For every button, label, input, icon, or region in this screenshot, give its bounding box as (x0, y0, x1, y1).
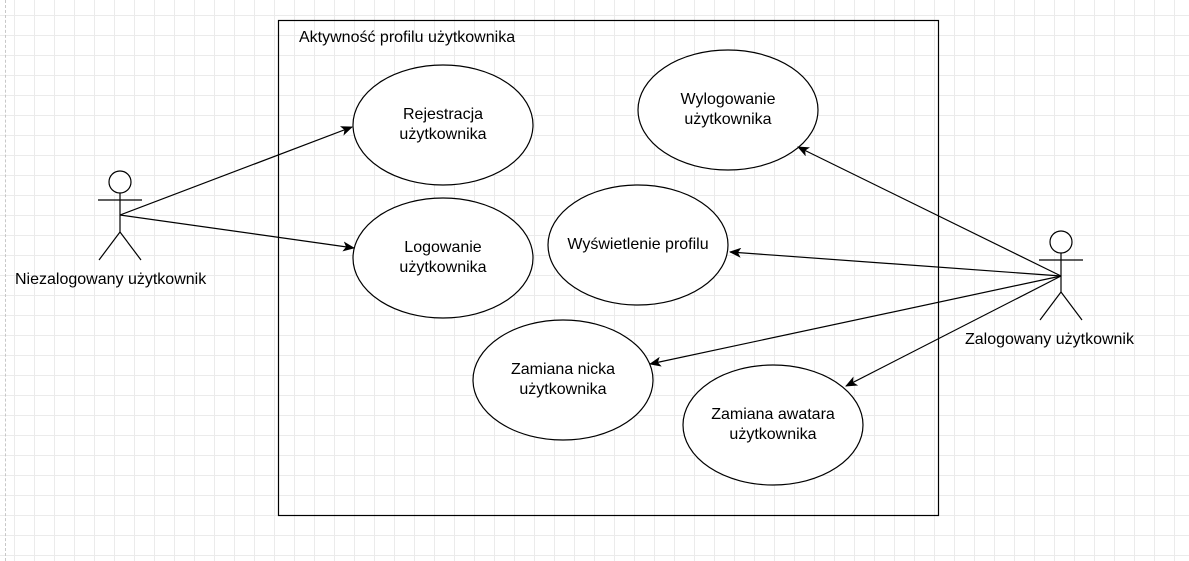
use-case-view-profile[interactable] (547, 184, 729, 306)
use-case-login[interactable] (352, 197, 534, 319)
actor-user-figure[interactable] (1039, 230, 1083, 321)
association-guest-login[interactable] (119, 214, 355, 252)
association-guest-register[interactable] (119, 126, 353, 216)
association-user-change-avatar[interactable] (845, 275, 1062, 387)
association-user-change-nick[interactable] (649, 275, 1062, 367)
actor-guest-figure[interactable] (98, 170, 142, 261)
use-case-register[interactable] (352, 64, 534, 186)
use-case-change-avatar[interactable] (682, 364, 864, 486)
system-boundary[interactable] (277, 19, 940, 517)
association-user-logout[interactable] (797, 146, 1062, 277)
actor-user-label: Zalogowany użytkownik (965, 331, 1134, 348)
actor-guest-label: Niezalogowany użytkownik (15, 271, 207, 288)
association-user-view-profile[interactable] (729, 247, 1062, 277)
use-case-change-nick[interactable] (472, 319, 654, 441)
system-title: Aktywność profilu użytkownika (299, 29, 516, 46)
page-boundary-line (5, 0, 6, 561)
use-case-logout[interactable] (637, 49, 819, 171)
